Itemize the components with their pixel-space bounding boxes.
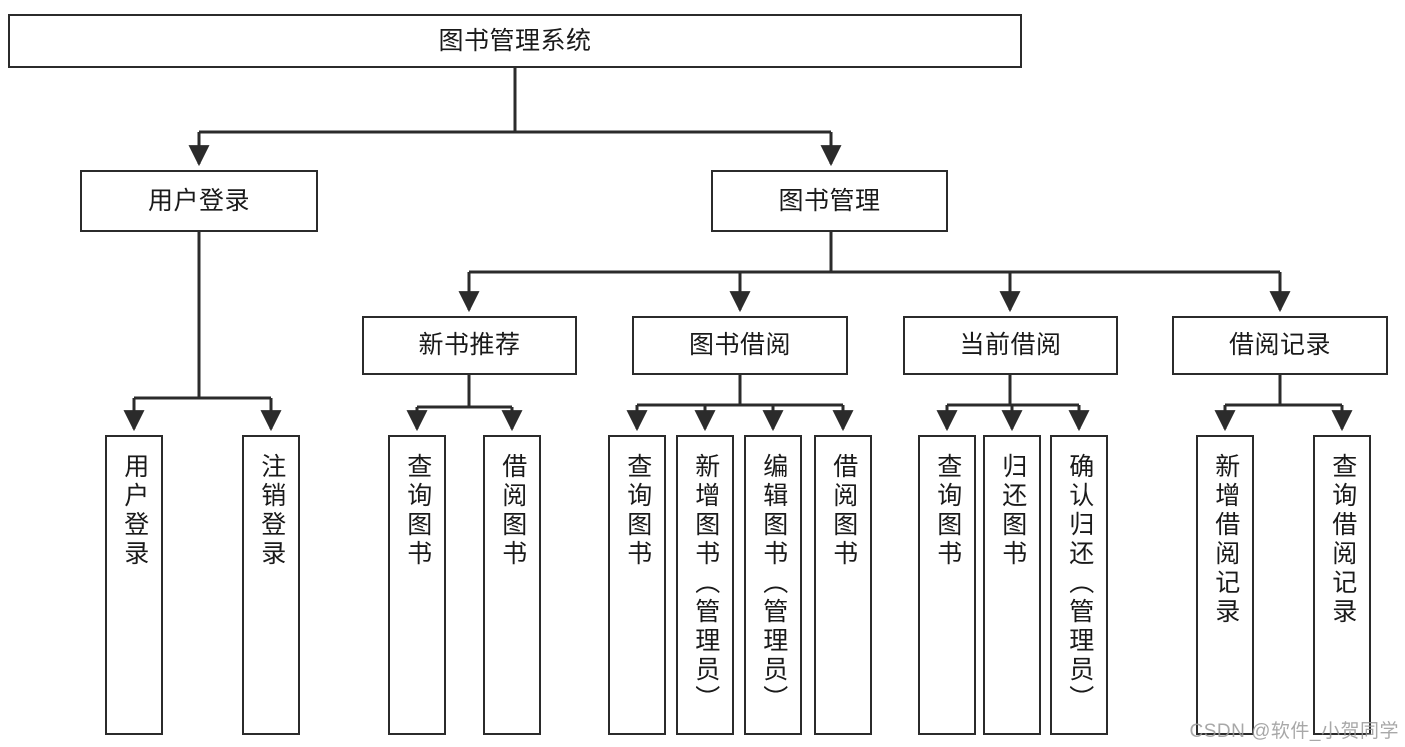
node-label: 当前借阅: [959, 331, 1062, 359]
node-label: 注销登录: [257, 453, 286, 569]
node-label: 借阅图书: [498, 453, 527, 569]
leaf-query-book-current[interactable]: 查询图书: [918, 435, 976, 735]
leaf-borrow-book[interactable]: 借阅图书: [814, 435, 872, 735]
leaf-query-borrow-record[interactable]: 查询借阅记录: [1313, 435, 1371, 735]
leaf-add-borrow-record[interactable]: 新增借阅记录: [1196, 435, 1254, 735]
leaf-user-login[interactable]: 用户登录: [105, 435, 163, 735]
node-book-management[interactable]: 图书管理: [711, 170, 948, 232]
leaf-edit-book-admin[interactable]: 编辑图书（管理员）: [744, 435, 802, 735]
node-label: 借阅图书: [829, 453, 858, 569]
node-label: 图书借阅: [688, 331, 791, 359]
leaf-add-book-admin[interactable]: 新增图书（管理员）: [676, 435, 734, 735]
node-label: 用户登录: [147, 186, 250, 215]
node-label: 用户登录: [120, 453, 149, 569]
node-label: 查询图书: [933, 453, 962, 569]
node-label: 新增图书（管理员）: [691, 453, 720, 714]
node-label: 图书管理: [778, 186, 881, 215]
node-user-login[interactable]: 用户登录: [80, 170, 318, 232]
leaf-query-book-rec[interactable]: 查询图书: [388, 435, 446, 735]
node-label: 查询图书: [623, 453, 652, 569]
node-book-borrow[interactable]: 图书借阅: [632, 316, 848, 375]
node-label: 借阅记录: [1228, 331, 1331, 359]
node-new-book-recommend[interactable]: 新书推荐: [362, 316, 577, 375]
node-label: 查询借阅记录: [1328, 453, 1357, 627]
node-label: 新增借阅记录: [1211, 453, 1240, 627]
node-label: 编辑图书（管理员）: [759, 453, 788, 714]
node-label: 图书管理系统: [438, 26, 592, 55]
node-borrow-records[interactable]: 借阅记录: [1172, 316, 1388, 375]
node-root-system[interactable]: 图书管理系统: [8, 14, 1022, 68]
leaf-logout[interactable]: 注销登录: [242, 435, 300, 735]
leaf-return-book[interactable]: 归还图书: [983, 435, 1041, 735]
node-label: 归还图书: [998, 453, 1027, 569]
node-current-borrow[interactable]: 当前借阅: [903, 316, 1118, 375]
node-label: 确认归还（管理员）: [1065, 453, 1094, 714]
node-label: 新书推荐: [418, 331, 521, 359]
node-label: 查询图书: [403, 453, 432, 569]
leaf-borrow-book-rec[interactable]: 借阅图书: [483, 435, 541, 735]
leaf-query-book-borrow[interactable]: 查询图书: [608, 435, 666, 735]
leaf-confirm-return-admin[interactable]: 确认归还（管理员）: [1050, 435, 1108, 735]
